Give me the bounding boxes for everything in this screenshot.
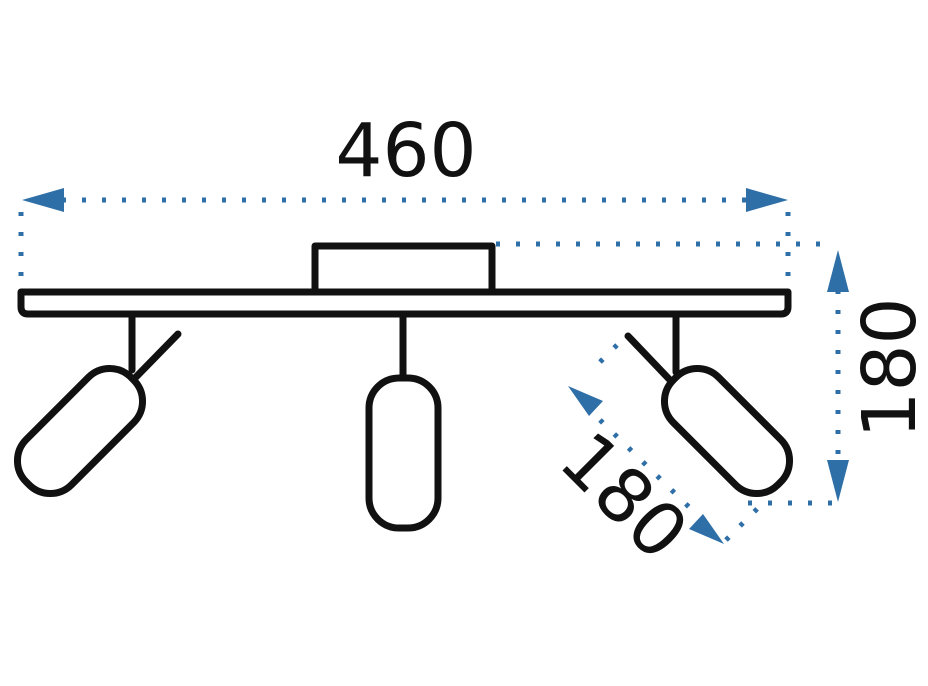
width-arrow-left	[22, 188, 64, 212]
spot-dotted-line	[598, 418, 692, 510]
right-spot-arm	[624, 332, 674, 384]
spot-extension-upper	[598, 332, 630, 364]
ceiling-canopy	[311, 242, 496, 296]
spot-arrow-lower	[689, 514, 724, 544]
right-spot-head	[660, 364, 794, 498]
height-dimension: 180	[496, 241, 928, 506]
width-arrow-right	[746, 188, 788, 212]
height-arrow-top	[827, 250, 849, 292]
lamp-drawing	[13, 242, 794, 532]
left-spot-head	[13, 364, 147, 498]
spot-length-label: 180	[543, 416, 704, 577]
left-spot-arm	[132, 330, 182, 381]
mounting-bar	[17, 288, 792, 318]
spot-length-dimension: 180	[543, 332, 760, 577]
width-dimension: 460	[18, 108, 791, 290]
spot-extension-lower	[724, 506, 760, 542]
width-label: 460	[335, 108, 476, 194]
height-label: 180	[847, 297, 928, 438]
spot-arrow-upper	[568, 386, 603, 416]
center-spot-head	[365, 374, 442, 532]
height-arrow-bottom	[827, 460, 849, 502]
